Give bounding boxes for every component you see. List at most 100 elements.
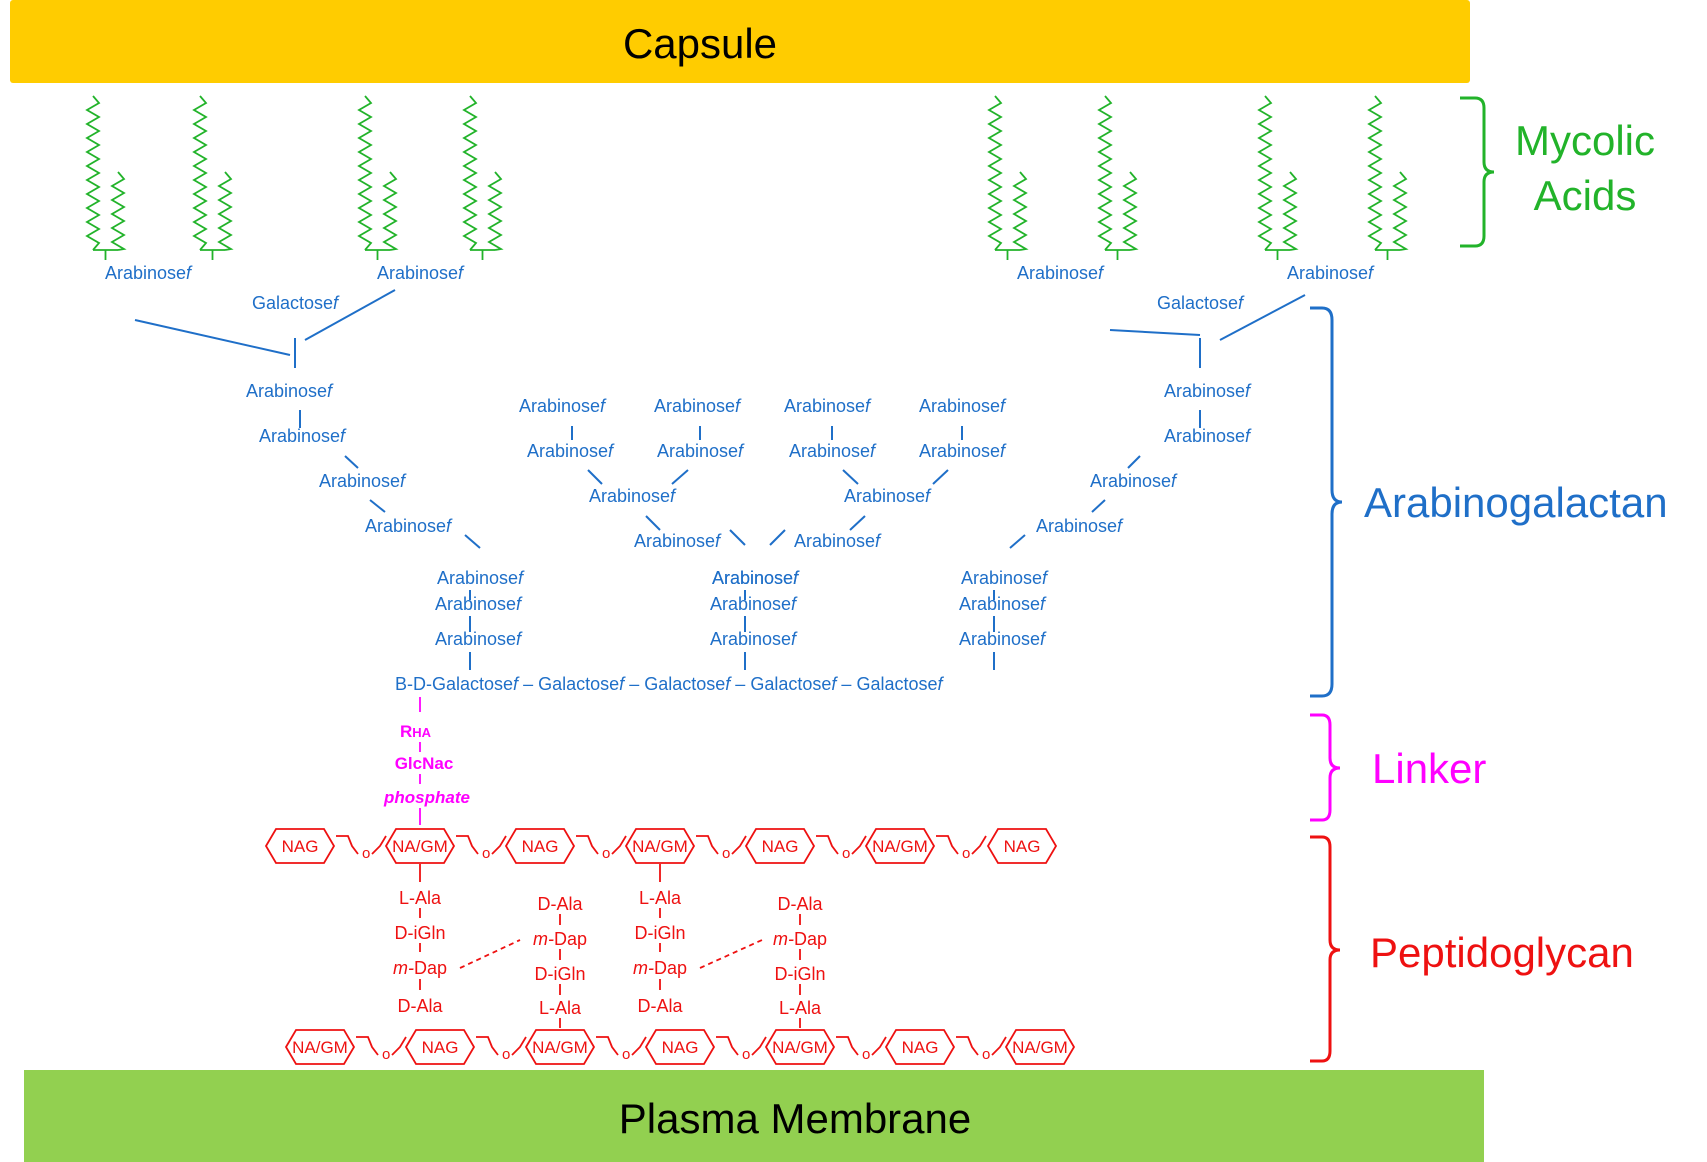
peptide-residue: D-Ala (637, 996, 683, 1016)
mycolic-chain-short (1282, 171, 1299, 251)
arabinose-node: Arabinosef (319, 471, 407, 491)
arabinose-node: Arabinosef (437, 568, 525, 588)
peptide-residue: m-Dap (773, 929, 827, 949)
peptide-residue: D-Ala (777, 894, 823, 914)
arabinose-node: Arabinosef (589, 486, 677, 506)
arabinose-node: Arabinosef (1287, 263, 1375, 283)
linker-bracket: Linker (1310, 713, 1486, 822)
sugar-ring (504, 828, 576, 864)
mycolic-chain-long (1367, 95, 1383, 251)
nag-residue: NAG (902, 1038, 939, 1057)
mycolic-chain-short (1012, 171, 1029, 251)
mycolic-acid-chains (85, 95, 1409, 260)
arabinose-node: Arabinosef (919, 396, 1007, 416)
arabinose-node: Arabinosef (1164, 426, 1252, 446)
glycosidic-link: o (842, 845, 850, 862)
mycolic-bracket: Mycolic Acids (1460, 96, 1655, 248)
mycolic-chain-long (462, 95, 478, 251)
namgm-residue: NA/GM (532, 1038, 588, 1057)
arabinogalactan-label: Arabinogalactan (1364, 479, 1668, 526)
mycolic-chain-short (382, 171, 399, 251)
arabinose-node: Arabinosef (1036, 516, 1124, 536)
glycosidic-link: o (742, 1046, 750, 1063)
nag-residue: NAG (1004, 837, 1041, 856)
glycosidic-link: o (362, 845, 370, 862)
sugar-ring (624, 828, 696, 864)
mycolic-label-line2: Acids (1534, 172, 1637, 219)
nag-residue: NAG (422, 1038, 459, 1057)
sugar-ring (284, 1029, 356, 1065)
nag-residue: NAG (522, 837, 559, 856)
arabinose-node: Arabinosef (435, 594, 523, 614)
arabinose-node: Arabinosef (961, 568, 1049, 588)
namgm-residue: NA/GM (1012, 1038, 1068, 1057)
peptidoglycan-label: Peptidoglycan (1370, 929, 1634, 976)
glycosidic-link: o (962, 845, 970, 862)
arabinose-node: Arabinosef (654, 396, 742, 416)
arabinose-node: Arabinosef (1017, 263, 1105, 283)
mycolic-chain-long (987, 95, 1003, 251)
arabinose-node: Arabinosef (435, 629, 523, 649)
plasma-membrane-bar (24, 1070, 1484, 1162)
arabinose-node: Arabinosef (634, 531, 722, 551)
linker-group: RHA GlcNac phosphate (383, 697, 470, 825)
capsule-label: Capsule (623, 20, 777, 67)
arabinose-node: Arabinosef (527, 441, 615, 461)
arabinose-node: Arabinosef (794, 531, 882, 551)
arabinogalactan-bonds (134, 289, 1306, 670)
namgm-residue: NA/GM (292, 1038, 348, 1057)
glycosidic-link: o (862, 1046, 870, 1063)
namgm-residue: NA/GM (772, 1038, 828, 1057)
arabinose-node: Arabinosef (844, 486, 932, 506)
nag-residue: NAG (282, 837, 319, 856)
sugar-ring (1004, 1029, 1076, 1065)
arabinose-node: Arabinosef (105, 263, 193, 283)
mycolic-chain-long (192, 95, 208, 251)
sugar-ring (524, 1029, 596, 1065)
glycosidic-link: o (722, 845, 730, 862)
linker-phosphate: phosphate (383, 788, 470, 807)
linker-glcnac: GlcNac (395, 754, 454, 773)
linker-rha: RHA (400, 722, 432, 741)
sugar-ring (864, 828, 936, 864)
mycolic-label-line1: Mycolic (1515, 117, 1655, 164)
arabinose-node: Arabinosef (919, 441, 1007, 461)
peptide-residue: D-iGln (634, 923, 685, 943)
glycosidic-link: o (482, 845, 490, 862)
peptide-residue: m-Dap (393, 958, 447, 978)
arabinose-node: Arabinosef (1164, 381, 1252, 401)
arabinose-node: Arabinosef (959, 629, 1047, 649)
arabinose-node: Arabinosef (710, 629, 798, 649)
glycosidic-link: o (982, 1046, 990, 1063)
arabinose-node: Arabinosef (712, 568, 800, 588)
mycolic-chain-long (85, 95, 101, 251)
arabinose-node: Arabinosef (712, 568, 800, 588)
nag-residue: NAG (662, 1038, 699, 1057)
mycolic-chain-long (357, 95, 373, 251)
mycolic-chain-short (110, 171, 127, 251)
sugar-ring (986, 828, 1058, 864)
sugar-ring (264, 828, 336, 864)
arabinose-node: Arabinosef (710, 594, 798, 614)
arabinose-node: Arabinosef (959, 594, 1047, 614)
peptide-residue: m-Dap (533, 929, 587, 949)
arabinose-node: Arabinosef (377, 263, 465, 283)
sugar-ring (884, 1029, 956, 1065)
peptide-residue: L-Ala (539, 998, 582, 1018)
galactan-backbone: B-D-Galactosef – Galactosef – Galactosef… (395, 674, 944, 694)
peptide-residue: D-Ala (537, 894, 583, 914)
sugar-ring (644, 1029, 716, 1065)
arabinose-node: Arabinosef (246, 381, 334, 401)
mycolic-chain-long (1097, 95, 1113, 251)
peptide-residue: m-Dap (633, 958, 687, 978)
plasma-membrane-label: Plasma Membrane (619, 1095, 971, 1142)
peptide-crosslink (459, 939, 521, 969)
peptide-residue: D-iGln (534, 964, 585, 984)
namgm-residue: NA/GM (872, 837, 928, 856)
capsule-bar (10, 0, 1470, 83)
arabinose-node: Arabinosef (1090, 471, 1178, 491)
peptide-residue: D-iGln (394, 923, 445, 943)
sugar-ring (404, 1029, 476, 1065)
mycolic-chain-short (487, 171, 504, 251)
